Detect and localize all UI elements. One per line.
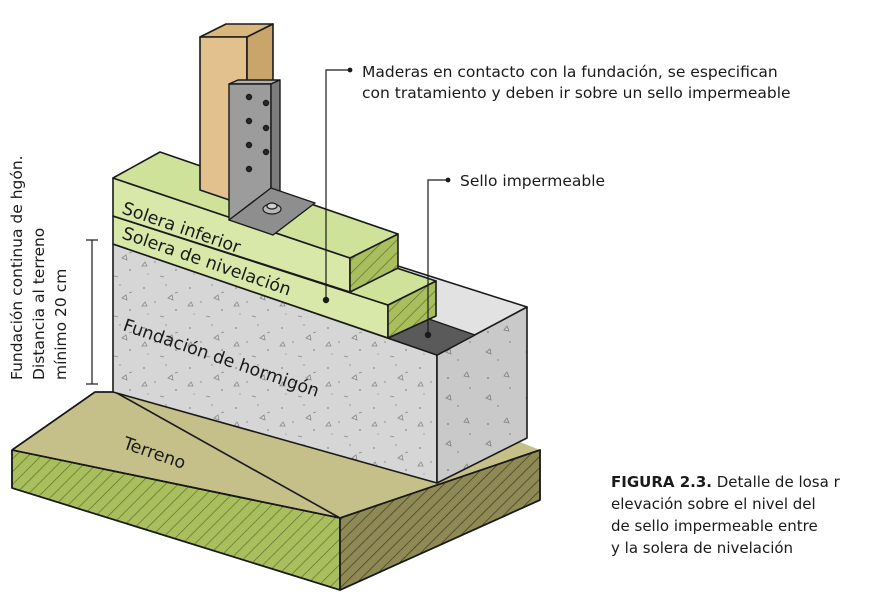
dimension-note-line3: mínimo 20 cm: [52, 269, 70, 380]
figure-caption-label: FIGURA 2.3.: [611, 473, 712, 491]
anchor-bolt: [262, 202, 282, 215]
maderas-callout-line2: con tratamiento y deben ir sobre un sell…: [362, 84, 791, 102]
figure-caption-line4: y la solera de nivelación: [611, 539, 793, 557]
dimension-note-line1: Fundación continua de hgón.: [8, 155, 26, 380]
figure-caption-line3: de sello impermeable entre: [611, 517, 818, 535]
dimension-note-line2: Distancia al terreno: [30, 228, 48, 380]
figure-caption-line1: FIGURA 2.3. Detalle de losa r: [611, 473, 841, 491]
leader-maderas: [322, 67, 353, 304]
maderas-callout-line1: Maderas en contacto con la fundación, se…: [362, 63, 778, 81]
figure-caption-line2: elevación sobre el nivel del: [611, 495, 816, 513]
leader-sello: [424, 177, 451, 339]
height-dimension: [86, 239, 98, 385]
sello-callout: Sello impermeable: [460, 172, 605, 190]
figure-caption-text1: Detalle de losa r: [712, 473, 841, 491]
